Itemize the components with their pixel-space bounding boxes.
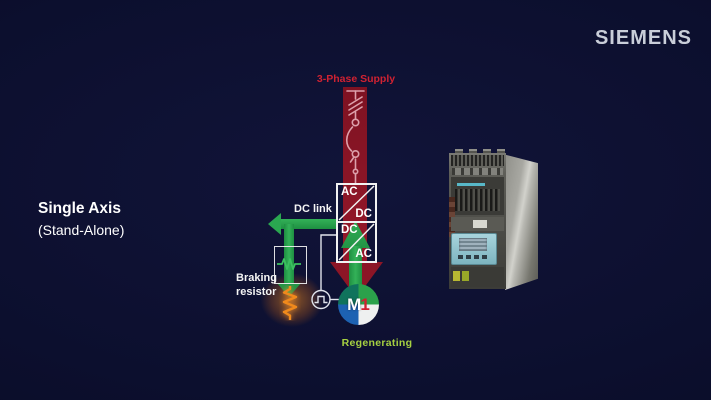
device-vent-slats [455,189,500,211]
dc-link-label: DC link [294,203,332,215]
inverter-output-label: AC [355,248,372,260]
device-terminal [462,271,469,281]
three-phase-supply-label: 3-Phase Supply [316,73,396,85]
motor-index: 1 [360,294,370,314]
dc-link-flow-band [280,219,336,229]
device-display [459,238,487,251]
motor-four-quadrant: M 1 [338,284,379,325]
device-button [482,255,487,259]
heading-title: Single Axis [38,200,121,217]
device-label-sticker [473,220,487,228]
braking-resistor-label: Braking resistor [236,271,277,299]
siemens-logo: SIEMENS [594,27,692,49]
rectifier-input-label: AC [341,186,358,198]
rectifier-diagonal [338,185,375,221]
braking-resistor-icon [282,286,298,320]
regenerating-label: Regenerating [341,337,413,349]
rectifier-output-label: DC [355,208,372,220]
device-operator-panel [451,233,497,265]
slide-heading: Single Axis (Stand-Alone) [38,200,124,238]
device-button [458,255,463,259]
device-vent-grille [451,155,504,166]
device-connector-row [452,168,503,175]
device-side-panel [505,154,538,290]
device-button [474,255,479,259]
device-terminal [453,271,460,281]
heading-subtitle: (Stand-Alone) [38,222,125,238]
device-front-panel [449,153,506,289]
dc-link-arrow-left-head [268,213,281,235]
device-mid-band [451,217,504,231]
braking-chopper-block [274,246,307,284]
rectifier-block: AC DC [336,183,377,223]
braking-resistor-label-line1: Braking [236,272,277,284]
motor-label: M [347,294,362,314]
device-brand-strip [457,183,485,186]
drive-product-image [449,149,539,291]
device-bottom-section [451,267,504,287]
inverter-block: DC AC [336,221,377,263]
supply-circuit-breaker-icon [345,90,365,184]
pulse-source-icon [311,234,339,310]
device-upper-section [451,177,504,215]
inverter-diagonal [338,223,375,261]
device-button [466,255,471,259]
braking-resistor-label-line2: resistor [236,286,277,298]
braking-branch-shaft [284,224,294,284]
inverter-input-label: DC [341,224,358,236]
chopper-resistor-icon [277,258,301,270]
